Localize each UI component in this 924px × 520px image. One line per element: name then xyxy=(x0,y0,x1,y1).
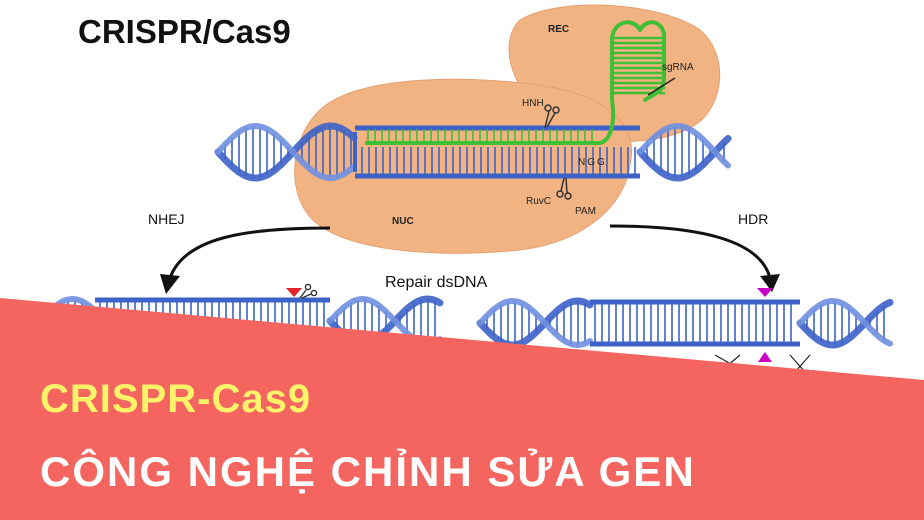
hnh-label: HNH xyxy=(522,98,544,109)
title-banner xyxy=(0,298,924,520)
nhej-cut-marker xyxy=(286,288,302,297)
pam-label: PAM xyxy=(575,206,596,217)
ruvc-label: RuvC xyxy=(526,196,551,207)
nhej-label: NHEJ xyxy=(148,211,185,227)
sgrna-hairpin xyxy=(598,20,667,145)
hdr-label: HDR xyxy=(738,211,768,227)
hdr-insert-marker xyxy=(758,352,772,362)
nuc-lobe xyxy=(294,78,632,254)
rec-label: REC xyxy=(548,24,569,35)
hdr-arrow xyxy=(609,224,780,292)
banner-line-1: CRISPR-Cas9 xyxy=(40,377,311,421)
nuc-label: NUC xyxy=(392,216,414,227)
repair-label: Repair dsDNA xyxy=(385,274,488,291)
sgrna-label: sgRNA xyxy=(662,62,694,73)
hnh-scissors-icon xyxy=(544,104,560,129)
hdr-cut-marker xyxy=(757,288,773,297)
sgrna-pointer xyxy=(647,77,676,96)
nhej-arrow xyxy=(160,226,331,294)
ruvc-scissors-icon xyxy=(556,177,572,200)
ngg-label: NGG xyxy=(578,157,607,168)
nhej-scissors-icon xyxy=(299,283,318,299)
target-dna xyxy=(214,122,732,182)
diagram-title: CRISPR/Cas9 xyxy=(78,13,291,50)
banner-line-2: CÔNG NGHỆ CHỈNH SỬA GEN xyxy=(40,447,696,495)
